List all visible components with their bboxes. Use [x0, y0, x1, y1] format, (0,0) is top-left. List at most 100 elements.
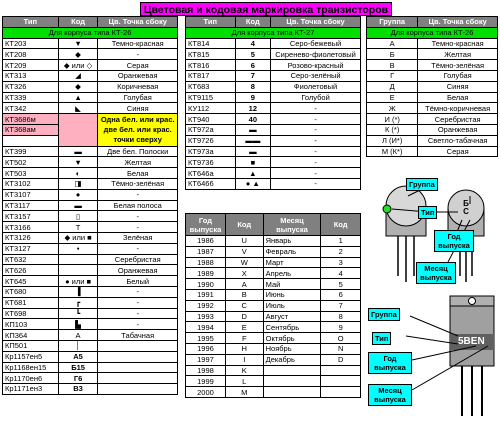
color-dot-cell: Серебристая [97, 253, 178, 266]
table-subheader: Для корпуса типа КТ-26 [366, 26, 498, 39]
month-code-cell: D [320, 353, 361, 366]
code-cell: Г6 [57, 372, 99, 385]
color-dot-cell [97, 361, 178, 374]
color-dot-cell: Голубая [417, 69, 498, 82]
code-cell: 7 [234, 69, 272, 82]
color-dot-cell: Тёмно-зелёная [97, 177, 178, 190]
group-label: Группа [406, 178, 438, 191]
table-row: КТ342◣Синяя [2, 102, 178, 115]
color-dot-cell: Серебристая [417, 113, 498, 125]
type-label: Тип [372, 332, 392, 345]
color-dot-cell: - [97, 307, 178, 320]
type-cell: Кр1168ен15 [2, 361, 59, 374]
color-dot-cell: - [270, 177, 361, 190]
type-cell: КТ9726 [185, 134, 236, 147]
color-dot-cell: Темно-красная [97, 37, 178, 50]
color-dot-cell: - [97, 221, 178, 233]
color-dot-cell: Серая [417, 145, 498, 158]
type-cell: КТ3127 [2, 242, 59, 255]
code-cell: 5 [234, 48, 272, 61]
color-dot-cell [97, 383, 178, 395]
color-dot-cell: Желтая [97, 156, 178, 169]
color-dot-cell: Сиренево-фиолетовый [270, 48, 361, 61]
kt26-transistor-diagram: Группа Тип Б С Год выпуска Месяц выпуска [366, 176, 500, 288]
type-cell: КТ680 [2, 285, 59, 298]
year-cell: 1994 [185, 321, 226, 334]
year-label: Год выпуска [434, 230, 474, 252]
type-cell: КТ972а [185, 123, 236, 136]
year-cell: 1987 [185, 245, 226, 258]
month-cell: Апрель [262, 267, 322, 280]
group-cell: И (*) [365, 113, 419, 125]
color-dot-cell: Темно-красная [417, 37, 498, 50]
type-cell: КТ3686м [2, 113, 59, 125]
table-subheader: Для корпуса типа КТ-26 [2, 26, 178, 39]
year-code-cell: K [224, 364, 264, 377]
column-header: Группа [365, 16, 419, 28]
color-dot-cell [97, 372, 178, 385]
code-cell: В3 [57, 383, 99, 395]
color-dot-cell: Оранжевая [417, 123, 498, 136]
month-code-cell: N [320, 342, 361, 355]
code-cell: А5 [57, 350, 99, 363]
table-row: М (К*)Серая [365, 145, 498, 158]
table-row: И (*)Серебристая [365, 113, 498, 125]
year-cell: 2000 [185, 386, 226, 398]
table-row: КТ9726▬▬- [185, 134, 361, 147]
month-code-cell: 5 [320, 278, 361, 290]
year-label: Год выпуска [368, 352, 412, 374]
month-code-cell: 2 [320, 245, 361, 258]
type-label: Тип [418, 206, 438, 219]
color-dot-cell: Тёмно-коричневая [417, 102, 498, 115]
code-cell: ▼ [57, 156, 99, 169]
color-dot-cell: - [270, 102, 361, 115]
table-row: КТ681┏- [2, 296, 178, 309]
color-dot-cell: - [97, 318, 178, 331]
table-row: КТ698┗- [2, 307, 178, 320]
type-cell: КТ502 [2, 156, 59, 169]
table-row: КТ339▲Голубая [2, 91, 178, 104]
group-cell: А [365, 37, 419, 50]
group-type-letters: Б С [463, 199, 469, 216]
group-cell: Л (И*) [365, 134, 419, 147]
code-cell: ▼ [57, 37, 99, 50]
page-title: Цветовая и кодовая маркировка транзистор… [140, 2, 392, 16]
code-cell: 6 [234, 59, 272, 71]
month-code-cell: O [320, 332, 361, 344]
color-dot-cell: Серо-бежевый [270, 37, 361, 50]
column-header: Тип [185, 16, 236, 28]
type-cell: КТ368ам [2, 123, 59, 136]
table-row: КТ645● или ■Белый [2, 275, 178, 287]
year-code-cell: I [224, 353, 264, 366]
color-dot-cell: Синяя [417, 80, 498, 93]
year-code-cell: U [224, 235, 264, 247]
table-row: КТ503◐Белая [2, 167, 178, 179]
code-cell: A [57, 329, 99, 341]
table-row: КТ680▐- [2, 285, 178, 298]
table-row: Л (И*)Светло-табачная [365, 134, 498, 147]
table-row: КТ368ам [2, 123, 178, 136]
color-dot-cell: - [270, 167, 361, 179]
code-cell: ▬ [234, 123, 272, 136]
code-cell: ▬ [57, 199, 99, 212]
month-cell: Февраль [262, 245, 322, 258]
type-cell: КП501 [2, 339, 59, 352]
color-dot-cell: - [97, 210, 178, 223]
month-code-cell: 9 [320, 321, 361, 334]
table-row: КТ399▬Две бел. Полоски [2, 145, 178, 158]
